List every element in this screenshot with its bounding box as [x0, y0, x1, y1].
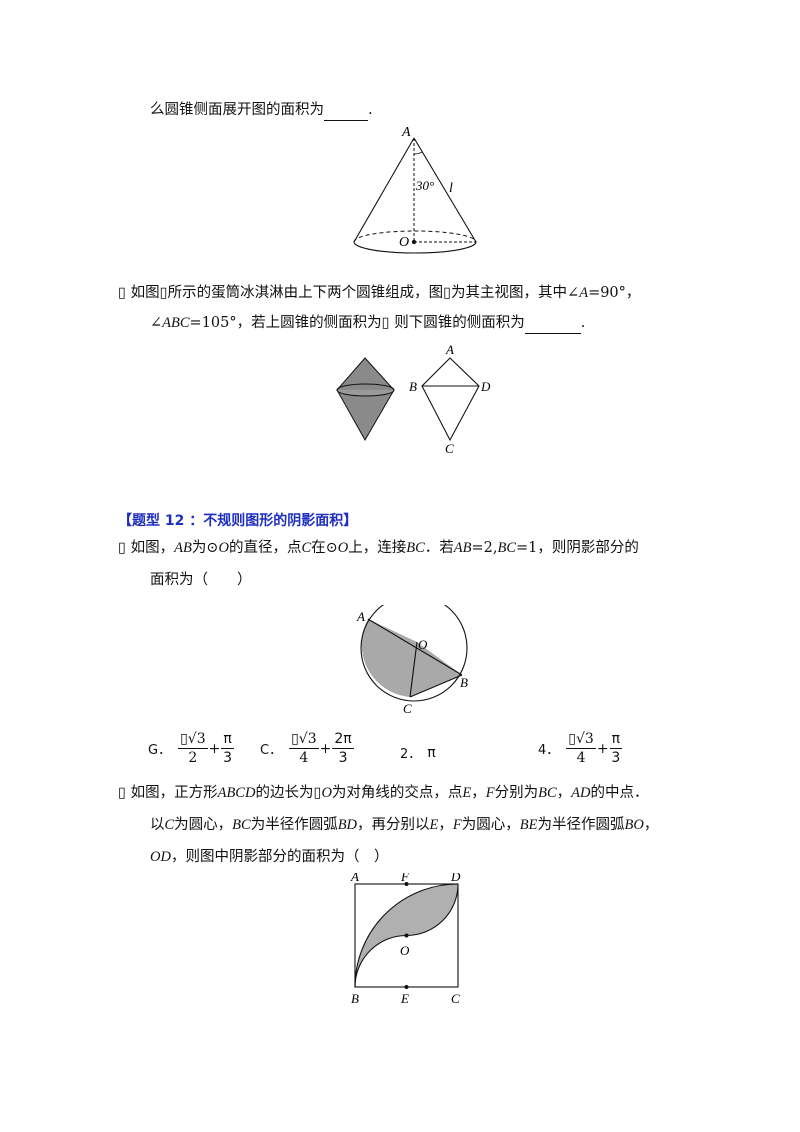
- question-square-line2: 以C为圆心，BC为半径作圆弧BD，再分别以E，F为圆心，BE为半径作圆弧BO，: [150, 817, 659, 833]
- cone-label-A: A: [401, 125, 411, 140]
- cone-label-O: O: [399, 235, 409, 250]
- square-label-B: B: [351, 991, 359, 1006]
- answer-blank: [524, 313, 581, 334]
- question-circle-line1: ▯ 如图，AB为⊙O的直径，点C在⊙O上，连接BC．若AB=2,BC=1，则阴影…: [118, 540, 639, 556]
- square-label-C: C: [451, 991, 460, 1006]
- cone-angle-label: 30°: [415, 178, 434, 193]
- square-label-F: F: [400, 873, 410, 884]
- square-label-O: O: [400, 943, 410, 958]
- kite-figure: A B D C: [409, 342, 491, 456]
- square-label-A: A: [350, 873, 359, 884]
- option-c[interactable]: 2． π: [400, 744, 436, 763]
- section-title: 【题型 12 ：不规则图形的阴影面积】: [118, 513, 358, 529]
- question-square-line1: ▯ 如图，正方形ABCD的边长为▯O为对角线的交点，点E，F分别为BC，AD的中…: [118, 785, 649, 801]
- circle-label-O: O: [418, 637, 428, 652]
- circle-label-B: B: [460, 675, 468, 690]
- circle-label-A: A: [356, 609, 365, 624]
- kite-label-B: B: [409, 379, 417, 394]
- square-figure: A F D O B E C: [350, 873, 461, 1006]
- kite-label-A: A: [445, 342, 454, 357]
- icecream-figure: [336, 357, 395, 442]
- question-icecream-line2: ∠ABC=105°，若上圆锥的侧面积为▯ 则下圆锥的侧面积为 .: [150, 313, 585, 334]
- kite-label-C: C: [445, 441, 454, 456]
- question-cone-text: 么圆锥侧面展开图的面积为 .: [150, 100, 373, 121]
- answer-blank: [324, 100, 368, 121]
- square-label-D: D: [450, 873, 461, 884]
- cone-figure: A 30° l O: [353, 125, 477, 254]
- circle-label-C: C: [403, 701, 412, 716]
- cone-label-l: l: [449, 181, 453, 196]
- question-square-line3: OD，则图中阴影部分的面积为（ ）: [150, 849, 389, 865]
- question-icecream-line1: ▯ 如图▯所示的蛋筒冰淇淋由上下两个圆锥组成，图▯为其主视图，其中∠A=90°，: [118, 285, 641, 301]
- square-label-E: E: [400, 991, 409, 1006]
- question-circle-line2: 面积为（ ）: [150, 572, 252, 588]
- circle-figure: A O B C: [356, 605, 468, 716]
- kite-label-D: D: [480, 379, 491, 394]
